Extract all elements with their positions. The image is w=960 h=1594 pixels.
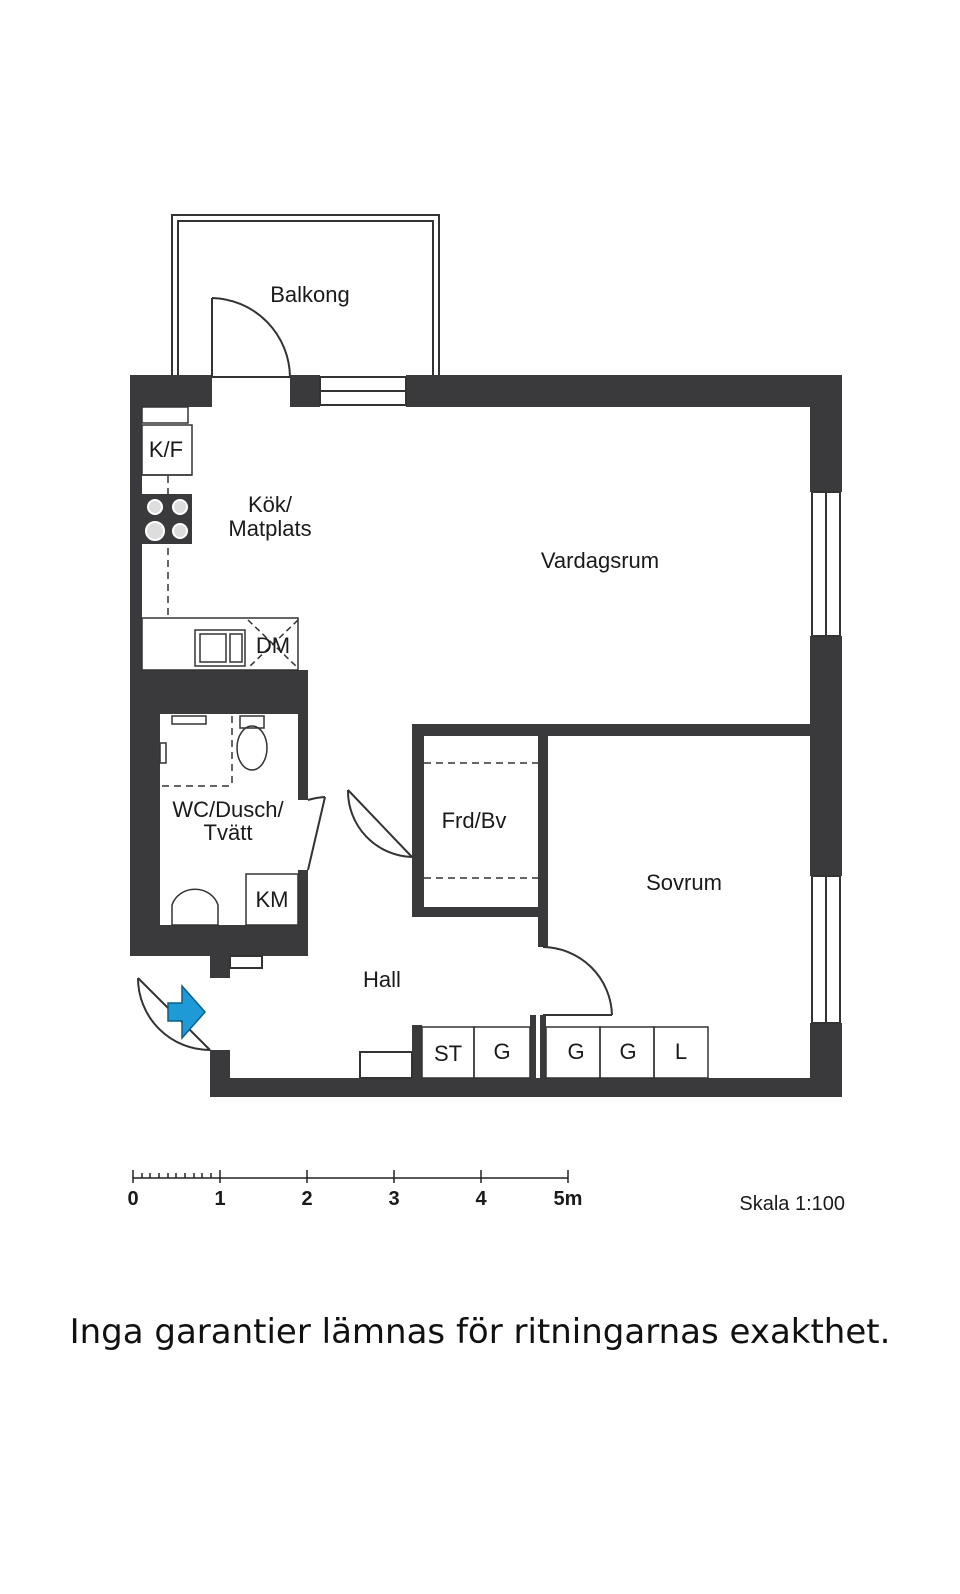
label-hall: Hall bbox=[363, 967, 401, 992]
label-sovrum: Sovrum bbox=[646, 870, 722, 895]
label-st: ST bbox=[434, 1041, 462, 1066]
scale-label: Skala 1:100 bbox=[739, 1193, 845, 1215]
toilet-icon bbox=[236, 725, 268, 771]
scale-tick-1: 1 bbox=[214, 1188, 225, 1210]
label-wc-line2: Tvätt bbox=[204, 820, 253, 845]
windows bbox=[319, 376, 841, 1024]
entrance-arrow-icon bbox=[167, 984, 207, 1040]
kitchen-fixtures bbox=[141, 406, 299, 671]
walls bbox=[130, 375, 842, 1097]
scale-tick-0: 0 bbox=[127, 1188, 138, 1210]
label-wc-line1: WC/Dusch/ bbox=[172, 797, 284, 822]
label-balkong: Balkong bbox=[270, 282, 350, 307]
label-g1: G bbox=[493, 1039, 510, 1064]
label-kok-line2: Matplats bbox=[228, 516, 311, 541]
shelving bbox=[424, 762, 538, 879]
scale-tick-2: 2 bbox=[301, 1188, 312, 1210]
label-frd: Frd/Bv bbox=[442, 808, 507, 833]
label-vardagsrum: Vardagsrum bbox=[541, 548, 659, 573]
wardrobes bbox=[421, 1026, 709, 1079]
floor-plan: Balkong Kök/ Matplats Vardagsrum WC/Dusc… bbox=[127, 214, 845, 1215]
bathroom-fixtures bbox=[159, 715, 299, 926]
label-dm: DM bbox=[256, 633, 290, 658]
scale-tick-5: 5m bbox=[554, 1188, 583, 1210]
doors bbox=[137, 297, 613, 1079]
scale-bar bbox=[132, 1170, 569, 1183]
label-kf: K/F bbox=[149, 437, 183, 462]
scale-tick-4: 4 bbox=[475, 1188, 487, 1210]
disclaimer: Inga garantier lämnas för ritningarnas e… bbox=[69, 1312, 891, 1352]
label-km: KM bbox=[256, 887, 289, 912]
sink-icon bbox=[171, 888, 219, 926]
scale-tick-3: 3 bbox=[388, 1188, 399, 1210]
stove-icon bbox=[142, 494, 192, 544]
label-kok-line1: Kök/ bbox=[248, 492, 293, 517]
label-l: L bbox=[675, 1039, 687, 1064]
label-g2: G bbox=[567, 1039, 584, 1064]
label-g3: G bbox=[619, 1039, 636, 1064]
